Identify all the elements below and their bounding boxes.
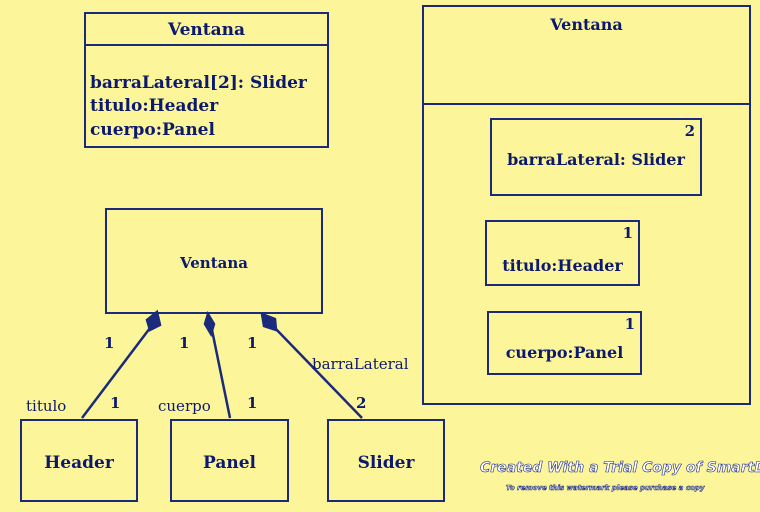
composite-title: Ventana <box>550 15 623 34</box>
composition-diamond-panel <box>203 310 216 338</box>
class-name: Slider <box>357 453 415 473</box>
link-panel <box>210 329 232 419</box>
composition-diamond-header <box>145 309 162 332</box>
role-titulo: titulo <box>26 397 67 415</box>
link-header <box>81 327 151 419</box>
class-panel: Panel <box>170 419 289 502</box>
part-titulo: 1 titulo:Header <box>485 220 640 286</box>
link-slider <box>273 326 363 419</box>
role-barra-lateral: barraLateral <box>312 355 409 373</box>
part-cuerpo: 1 cuerpo:Panel <box>487 311 642 375</box>
attribute-cuerpo: cuerpo:Panel <box>90 120 215 140</box>
whole-mult-panel: 1 <box>179 334 190 352</box>
part-label: titulo:Header <box>502 256 623 275</box>
watermark-line2: To remove this watermark please purchase… <box>506 484 705 493</box>
part-mult-slider: 2 <box>356 394 367 412</box>
part-multiplicity: 2 <box>684 122 695 140</box>
part-mult-panel: 1 <box>247 394 258 412</box>
whole-mult-slider: 1 <box>247 334 258 352</box>
part-multiplicity: 1 <box>624 315 635 333</box>
class-divider <box>86 44 327 46</box>
watermark-line1: Created With a Trial Copy of SmartDraw <box>480 460 760 477</box>
class-ventana-whole: Ventana <box>105 208 323 314</box>
class-header: Header <box>20 419 138 502</box>
whole-title: Ventana <box>180 254 248 272</box>
class-slider: Slider <box>327 419 445 502</box>
composition-diamond-slider <box>260 312 278 332</box>
role-cuerpo: cuerpo <box>158 397 211 415</box>
attribute-titulo: titulo:Header <box>90 96 219 116</box>
class-title: Ventana <box>167 20 246 40</box>
class-name: Panel <box>203 453 256 473</box>
part-mult-header: 1 <box>110 394 121 412</box>
composite-divider <box>424 103 749 105</box>
part-label: cuerpo:Panel <box>505 343 624 362</box>
part-multiplicity: 1 <box>622 224 633 242</box>
part-label: barraLateral: Slider <box>507 150 685 169</box>
class-name: Header <box>44 453 114 473</box>
part-barra-lateral: 2 barraLateral: Slider <box>490 118 702 196</box>
attribute-barra-lateral: barraLateral[2]: Slider <box>90 73 307 93</box>
composite-ventana: Ventana <box>422 5 751 405</box>
whole-mult-header: 1 <box>104 334 115 352</box>
class-box-ventana: Ventana barraLateral[2]: Slider titulo:H… <box>84 12 329 148</box>
